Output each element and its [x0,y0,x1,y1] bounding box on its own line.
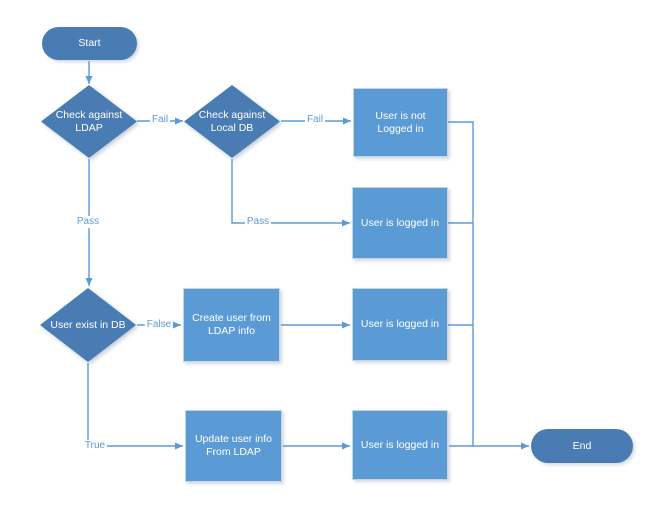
check-local-db-decision-label: Check against Local DB [184,85,280,158]
user-logged-in-top-process: User is logged in [352,187,448,259]
user-logged-in-bottom-process: User is logged in [352,410,448,480]
end-terminator: End [531,429,633,463]
edge-user-not-logged-in-to-junction [448,121,474,446]
edge-user-exist-true-to-update-user [87,363,183,450]
update-user-process: Update user info From LDAP [185,410,282,482]
user-exist-in-db-decision-label: User exist in DB [40,288,136,362]
user-logged-in-mid-process: User is logged in [352,288,448,361]
edge-check-local-db-pass-to-user-logged-in-top [231,159,350,227]
edge-label-exist-false: False [144,319,174,331]
edge-label-exist-true: True [82,440,108,452]
user-exist-in-db-decision: User exist in DB [40,288,136,362]
edge-label-ldap-pass: Pass [74,216,102,228]
create-user-process: Create user from LDAP info [183,288,280,362]
edge-label-local-db-pass: Pass [244,216,272,228]
start-terminator: Start [42,27,137,60]
edge-label-local-db-fail: Fail [304,114,326,126]
user-not-logged-in-process: User is not Logged in [353,88,448,157]
check-ldap-decision-label: Check against LDAP [41,85,137,158]
check-local-db-decision: Check against Local DB [184,85,280,158]
check-ldap-decision: Check against LDAP [41,85,137,158]
edge-label-ldap-fail: Fail [149,114,171,126]
